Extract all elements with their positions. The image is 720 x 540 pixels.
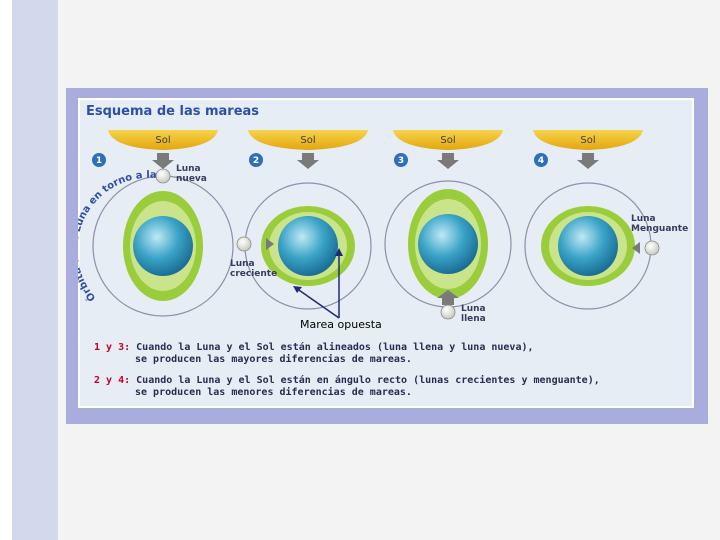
sunlight-arrow-icon — [577, 153, 599, 169]
moon-label-line2: llena — [461, 314, 486, 324]
side-decorative-bar — [12, 0, 58, 540]
note-line1: Cuando la Luna y el Sol están alineados … — [136, 342, 533, 353]
panel-4: Sol 4 Luna Menguante — [525, 130, 688, 309]
sun-label: Sol — [440, 135, 455, 146]
sun-label: Sol — [155, 135, 170, 146]
sunlight-arrow-icon — [437, 153, 459, 169]
earth — [558, 216, 618, 276]
panel-number: 3 — [398, 156, 404, 166]
moon-label-line2: nueva — [176, 174, 207, 184]
sun-label: Sol — [300, 135, 315, 146]
sun-label: Sol — [580, 135, 595, 146]
earth — [133, 216, 193, 276]
sunlight-arrow-icon — [152, 153, 174, 169]
panel-number: 1 — [96, 156, 102, 166]
moon — [237, 237, 251, 251]
moon — [441, 305, 455, 319]
panel-number: 2 — [253, 156, 259, 166]
moon-label-line1: Luna — [461, 304, 486, 314]
note-line2: se producen las menores diferencias de m… — [135, 387, 412, 399]
panel-1: Sol 1 Luna nueva Órbita de la Luna en to… — [78, 98, 233, 316]
moon-label-line1: Luna — [631, 214, 656, 224]
panel-number: 4 — [538, 156, 544, 166]
sunlight-arrow-icon — [297, 153, 319, 169]
diagram-title: Esquema de las mareas — [86, 104, 259, 119]
pointer-line — [296, 288, 339, 318]
earth — [418, 214, 478, 274]
moon-label-line2: creciente — [230, 269, 277, 279]
note-line2: se producen las mayores diferencias de m… — [135, 354, 412, 366]
moon-label-line2: Menguante — [631, 224, 688, 234]
note-line1: Cuando la Luna y el Sol están en ángulo … — [136, 375, 600, 386]
moon — [645, 241, 659, 255]
annotation-label: Marea opuesta — [300, 318, 382, 331]
note-key: 1 y 3: — [94, 342, 130, 353]
earth — [278, 216, 338, 276]
moon — [156, 169, 170, 183]
panel-2: Sol 2 Luna creciente — [230, 130, 371, 309]
panel-3: Sol 3 Luna llena — [385, 130, 511, 324]
note-key: 2 y 4: — [94, 375, 130, 386]
moon-label-line1: Luna — [230, 259, 255, 269]
moon-label-line1: Luna — [176, 164, 201, 174]
